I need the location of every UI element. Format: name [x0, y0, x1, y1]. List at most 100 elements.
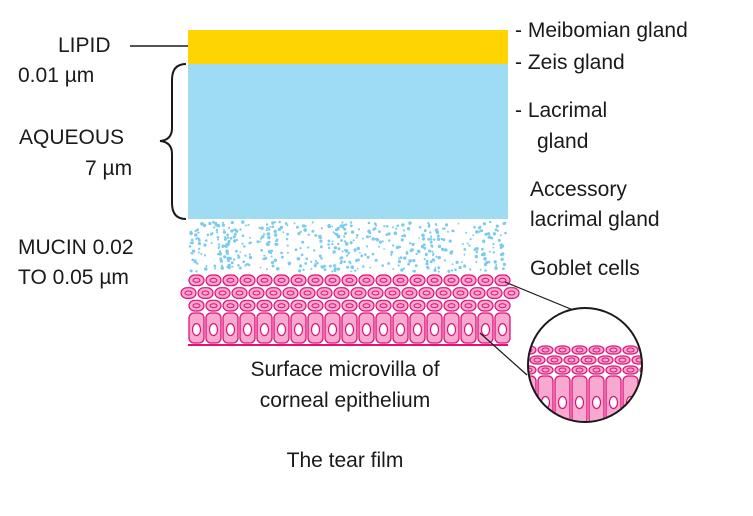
- mucin-dot: [451, 263, 454, 266]
- cell-nucleus: [412, 323, 423, 337]
- mucin-dot: [295, 225, 299, 229]
- epithelial-cell: [197, 287, 214, 300]
- epithelial-cell: [418, 287, 435, 300]
- mucin-dot: [371, 252, 375, 256]
- mucin-dot: [193, 260, 197, 264]
- epithelial-cell: [426, 299, 443, 312]
- cell-nucleus: [378, 323, 389, 337]
- cell-nucleus: [558, 347, 567, 353]
- mucin-dot: [339, 224, 343, 228]
- cell-nucleus: [388, 290, 397, 296]
- cell-nucleus: [269, 290, 278, 296]
- cell-nucleus: [303, 290, 312, 296]
- mucin-dot: [271, 221, 275, 225]
- accessory-gland-label-line1: Accessory: [530, 178, 627, 201]
- mucin-dot: [262, 257, 265, 261]
- mucin-dot: [320, 257, 323, 260]
- mucin-dot: [311, 221, 314, 224]
- mucin-dot: [427, 237, 431, 241]
- epithelial-cell: [239, 299, 256, 312]
- mucin-dot: [219, 259, 223, 263]
- mucin-dot: [226, 256, 230, 260]
- mucin-dot: [378, 230, 381, 234]
- mucin-dot: [225, 249, 229, 253]
- cell-nucleus: [609, 347, 618, 353]
- cell-nucleus: [413, 303, 422, 309]
- cell-nucleus: [430, 277, 439, 283]
- mucin-dot: [324, 265, 327, 268]
- mucin-dot: [230, 261, 234, 265]
- mucin-dot: [303, 224, 307, 228]
- mucin-dot: [196, 262, 199, 265]
- cell-nucleus: [243, 277, 252, 283]
- mucin-dot: [216, 224, 221, 228]
- mucin-dot: [242, 260, 246, 264]
- epithelial-cell: [341, 274, 358, 287]
- cell-nucleus: [618, 357, 627, 363]
- mucin-dot: [219, 257, 223, 260]
- mucin-dot: [482, 222, 486, 226]
- mucin-dot: [331, 270, 334, 273]
- mucin-dot: [484, 269, 487, 272]
- mucin-dot: [223, 228, 225, 231]
- cell-nucleus: [208, 323, 219, 337]
- cell-nucleus: [226, 277, 235, 283]
- mucin-dot: [383, 225, 386, 228]
- mucin-dot: [191, 252, 194, 255]
- mucin-dot: [411, 242, 415, 246]
- mucin-dot: [195, 238, 198, 240]
- mucin-dot: [243, 245, 246, 248]
- cell-nucleus: [361, 323, 372, 337]
- mucin-dot: [463, 248, 467, 251]
- mucin-dot: [319, 239, 323, 243]
- epithelial-cell: [214, 287, 231, 300]
- mucin-dot: [223, 237, 227, 241]
- mucin-dot: [241, 234, 245, 238]
- mucin-dot: [310, 267, 313, 270]
- mucin-dot: [318, 236, 322, 240]
- basal-cell: [528, 375, 537, 422]
- mucin-dot: [213, 264, 217, 268]
- epithelial-cell: [231, 287, 248, 300]
- mucin-dot: [224, 245, 228, 248]
- mucin-dot: [354, 269, 357, 272]
- mucin-dot: [463, 253, 466, 256]
- mucin-dot: [205, 265, 208, 267]
- cell-nucleus: [235, 290, 244, 296]
- epithelial-cell: [341, 299, 358, 312]
- mucin-dot: [227, 263, 231, 268]
- epithelial-cell: [273, 274, 290, 287]
- cell-nucleus: [592, 347, 601, 353]
- mucin-dot: [286, 244, 289, 247]
- mucin-dot: [299, 247, 302, 250]
- cell-nucleus: [260, 303, 269, 309]
- mucin-dot: [434, 269, 437, 272]
- mucin-dot: [223, 255, 227, 259]
- mucin-dot: [433, 259, 436, 262]
- cell-nucleus: [575, 347, 584, 353]
- mucin-dot: [376, 238, 380, 242]
- cell-nucleus: [498, 303, 507, 309]
- mucin-dot: [397, 257, 400, 260]
- mucin-dot: [392, 268, 395, 270]
- mucin-dot: [275, 239, 278, 243]
- cell-nucleus: [226, 303, 235, 309]
- mucin-dot: [443, 259, 446, 262]
- mucin-dot: [335, 228, 339, 232]
- mucin-dot: [267, 235, 271, 240]
- mucin-dot: [237, 255, 241, 259]
- mucin-dot: [502, 221, 506, 226]
- mucin-dot: [458, 265, 462, 270]
- lipid-thickness: 0.01 µm: [18, 64, 95, 87]
- mucin-dot: [426, 265, 430, 269]
- mucin-dot: [502, 262, 506, 266]
- mucin-dot: [200, 252, 203, 255]
- mucin-dot: [378, 245, 381, 248]
- epithelial-cell: [350, 287, 367, 300]
- mucin-dot: [204, 267, 208, 271]
- mucin-dot: [373, 222, 377, 226]
- epithelial-cell: [571, 365, 588, 375]
- cell-nucleus: [311, 277, 320, 283]
- mucin-dot: [197, 238, 201, 242]
- mucin-dot: [310, 260, 313, 263]
